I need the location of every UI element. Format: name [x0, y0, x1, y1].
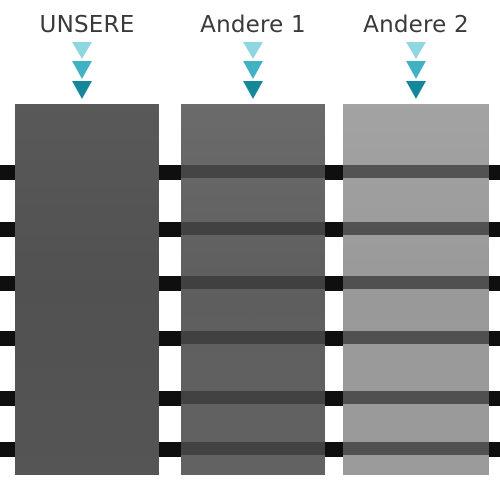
- arrow-down-icon: [243, 42, 263, 99]
- strap-shadow: [181, 391, 325, 404]
- strap-shadow: [181, 442, 325, 455]
- arrow-down-icon: [406, 42, 426, 99]
- strap-shadow: [343, 222, 489, 235]
- strap-shadow: [343, 276, 489, 289]
- strap-shadow: [343, 442, 489, 455]
- strap-shadow: [343, 391, 489, 404]
- strap-shadow: [181, 222, 325, 235]
- column-title-andere-1: Andere 1: [200, 12, 306, 38]
- panel-unsere: [15, 104, 159, 475]
- panel-andere-2: [343, 104, 489, 475]
- strap-shadow: [343, 331, 489, 344]
- strap-shadow: [181, 165, 325, 178]
- column-title-unsere: UNSERE: [39, 12, 135, 38]
- strap-shadow: [343, 165, 489, 178]
- strap-shadow: [181, 331, 325, 344]
- column-title-andere-2: Andere 2: [363, 12, 469, 38]
- panel-andere-1: [181, 104, 325, 475]
- arrow-down-icon: [72, 42, 92, 99]
- strap-shadow: [181, 276, 325, 289]
